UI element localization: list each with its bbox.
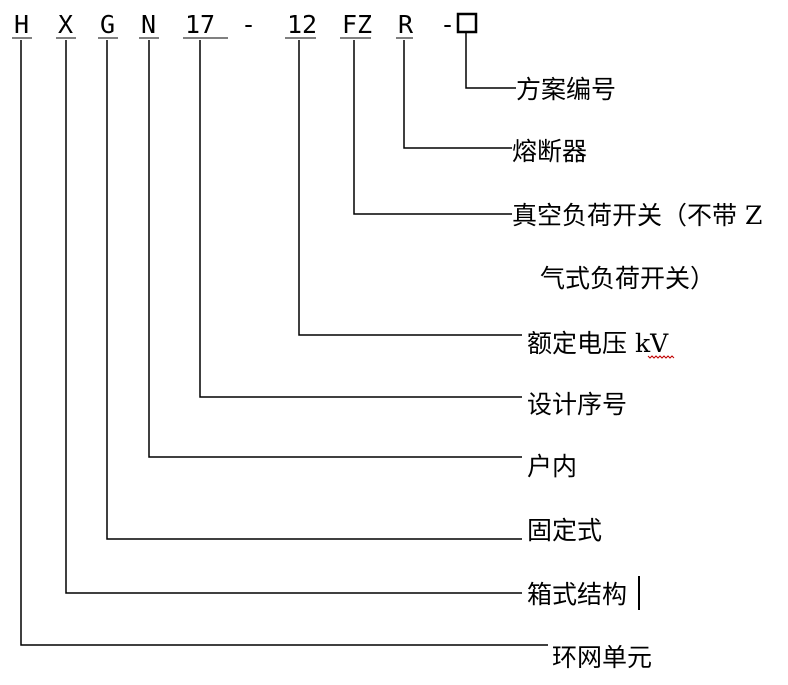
code-design: 17 xyxy=(185,10,215,39)
label-switch-line-2: 气式负荷开关） xyxy=(540,264,715,293)
label-fixed: 固定式 xyxy=(527,516,602,545)
label-switch-line-1: 真空负荷开关（不带 Z xyxy=(512,201,762,230)
code-voltage: 12 xyxy=(287,10,317,39)
label-ring: 环网单元 xyxy=(552,643,652,672)
labels: 方案编号 熔断器 真空负荷开关（不带 Z 气式负荷开关） 额定电压 kV 设计序… xyxy=(512,75,762,672)
code-dash-2: - xyxy=(440,10,455,39)
code-g: G xyxy=(100,10,115,39)
leader-fuse xyxy=(403,40,512,149)
model-code: H X G N 17 - 12 FZ R - xyxy=(14,10,455,39)
code-x: X xyxy=(58,10,73,39)
leader-indoor xyxy=(148,40,522,458)
code-fuse: R xyxy=(398,10,414,39)
leader-box xyxy=(65,40,522,594)
label-fuse: 熔断器 xyxy=(512,137,587,166)
leader-voltage xyxy=(298,40,522,336)
leader-design xyxy=(199,40,522,398)
code-switch: FZ xyxy=(342,10,372,39)
code-h: H xyxy=(14,10,29,39)
label-design: 设计序号 xyxy=(527,390,627,419)
leader-ring xyxy=(20,40,548,646)
code-n: N xyxy=(141,10,156,39)
code-dash-1: - xyxy=(241,10,256,39)
label-scheme: 方案编号 xyxy=(516,75,616,104)
leader-scheme xyxy=(465,33,516,89)
leader-fixed xyxy=(106,40,522,540)
leader-switch xyxy=(353,40,512,215)
label-voltage: 额定电压 kV xyxy=(527,329,669,358)
label-box: 箱式结构 xyxy=(527,580,627,609)
leader-lines xyxy=(20,33,548,646)
scheme-placeholder-box xyxy=(456,12,478,34)
label-indoor: 户内 xyxy=(527,452,577,481)
spellcheck-squiggle xyxy=(647,355,675,359)
